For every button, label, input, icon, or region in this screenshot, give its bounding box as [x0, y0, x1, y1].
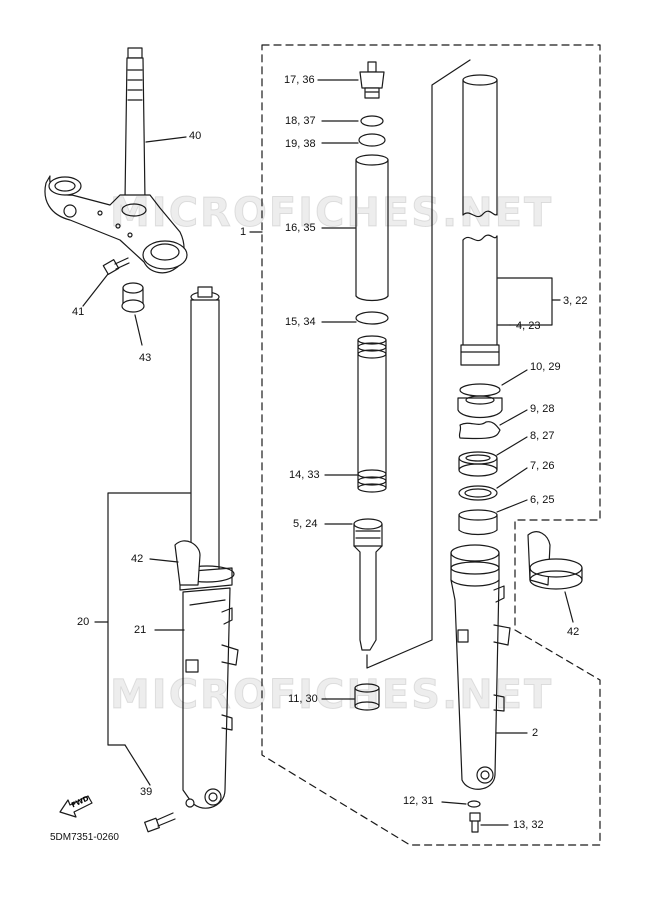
callout-43: 43: [139, 352, 152, 364]
callout-5-24: 5, 24: [293, 518, 318, 530]
leader-42-right: [564, 591, 574, 623]
callout-3-22: 3, 22: [563, 295, 588, 307]
dust-guard-42-part: [527, 531, 583, 590]
callout-40: 40: [189, 130, 202, 142]
diagram-code: 5DM7351-0260: [50, 832, 119, 843]
callout-2: 2: [532, 727, 539, 739]
clip-9: [458, 421, 501, 440]
callout-4-23: 4, 23: [516, 320, 541, 332]
bushing-6-part: [458, 509, 498, 536]
callout-15-34: 15, 34: [285, 316, 316, 328]
steering-stem-part: [44, 47, 188, 274]
callout-13-32: 13, 32: [513, 819, 544, 831]
callout-42-right: 42: [567, 626, 580, 638]
callout-10-29: 10, 29: [530, 361, 561, 373]
callout-7-26: 7, 26: [530, 460, 555, 472]
callout-17-36: 17, 36: [284, 74, 315, 86]
callout-12-31: 12, 31: [403, 795, 434, 807]
inner-tube-3-part: [460, 234, 500, 366]
leader-43: [134, 314, 143, 346]
leader-40: [145, 136, 187, 143]
spacer-16-part: [355, 154, 389, 302]
bolt-13-part: [469, 812, 481, 833]
callout-20: 20: [77, 616, 90, 628]
leader-7-26: [496, 467, 528, 489]
outer-tube-2-part: [450, 544, 511, 790]
callout-9-28: 9, 28: [530, 403, 555, 415]
oil-seal-10-part: [457, 383, 503, 419]
fwd-label: FWD: [57, 793, 93, 817]
bracket-3-22: [497, 277, 561, 326]
leader-41: [82, 273, 109, 307]
washer-19: [358, 133, 386, 147]
bolt-39-part: [144, 812, 176, 833]
callout-21: 21: [134, 624, 147, 636]
forward-arrow-icon: [59, 795, 93, 818]
bolt-41-part: [102, 257, 130, 275]
callout-11-30: 11, 30: [288, 693, 318, 705]
leader-9-28: [499, 409, 528, 426]
inner-tube-upper-part: [462, 74, 498, 218]
callout-42-left: 42: [131, 553, 144, 565]
callout-8-27: 8, 27: [530, 430, 555, 442]
callout-41: 41: [72, 306, 85, 318]
washer-8-part: [458, 451, 498, 477]
callout-6-25: 6, 25: [530, 494, 555, 506]
spring-14-part: [357, 335, 387, 493]
damper-rod-5-part: [353, 518, 383, 651]
callout-19-38: 19, 38: [285, 138, 316, 150]
assembled-fork-leg-part: [174, 286, 239, 809]
callout-16-35: 16, 35: [285, 222, 316, 234]
ring-7-part: [458, 485, 498, 501]
fwd-text: FWD: [70, 794, 91, 810]
o-ring-18: [360, 115, 384, 127]
collar-43-part: [121, 282, 145, 313]
callout-18-37: 18, 37: [285, 115, 316, 127]
callout-39: 39: [140, 786, 153, 798]
washer-15: [355, 311, 389, 325]
leader-39: [124, 744, 151, 786]
callout-1: 1: [240, 226, 247, 238]
leader-10-29: [501, 369, 528, 386]
bracket-20: [94, 492, 191, 746]
leader-12-31: [441, 801, 467, 805]
cap-bolt-17-part: [359, 61, 385, 99]
assembly-boundary: [261, 44, 601, 846]
callout-14-33: 14, 33: [289, 469, 320, 481]
leader-6-25: [496, 499, 528, 513]
leader-8-27: [496, 436, 528, 456]
washer-12-part: [467, 800, 481, 808]
lock-piece-11-part: [354, 683, 380, 711]
center-axis: [366, 59, 471, 669]
leader-42-left: [149, 558, 179, 563]
